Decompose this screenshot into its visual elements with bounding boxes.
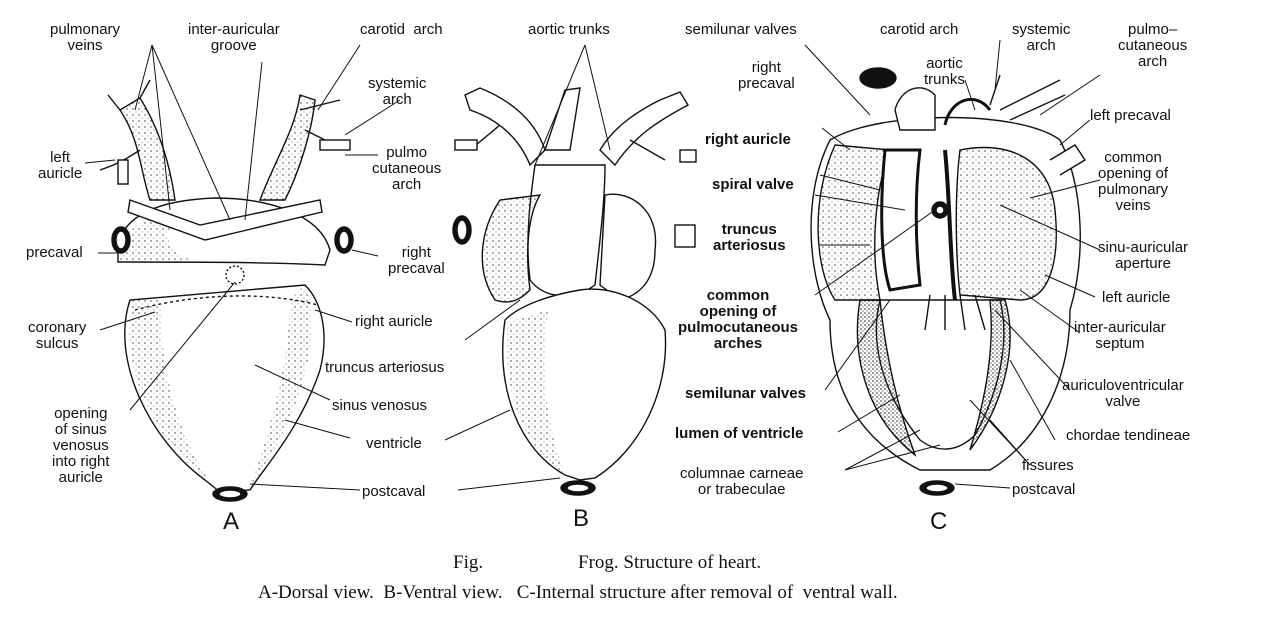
label-carotid-arch-a: carotid arch — [360, 21, 443, 38]
label-semilunar-valves-bottom: semilunar valves — [685, 385, 806, 402]
label-pulmonary-veins: pulmonary veins — [50, 21, 121, 54]
label-precaval: precaval — [26, 244, 83, 261]
label-auriculoventricular-valve: auriculoventricular valve — [1062, 377, 1184, 410]
label-common-opening-pulmocutaneous: common opening of pulmocutaneous arches — [678, 287, 799, 352]
label-aortic-trunks-b: aortic trunks — [528, 21, 610, 38]
caption-title: Frog. Structure of heart. — [578, 552, 762, 573]
label-right-precaval-a: right precaval — [388, 244, 445, 277]
label-postcaval-a: postcaval — [362, 483, 426, 500]
label-pulmo-cutaneous-arch-a: pulmo cutaneous arch — [372, 144, 442, 193]
label-inter-auricular-septum: inter-auricular septum — [1074, 319, 1166, 352]
label-fissures: fissures — [1022, 457, 1074, 474]
label-left-auricle-a: left auricle — [38, 149, 83, 182]
label-lumen-of-ventricle: lumen of ventricle — [675, 425, 804, 442]
panel-b-drawing — [452, 87, 697, 496]
label-left-auricle-c: left auricle — [1102, 289, 1171, 306]
panel-letter-b: B — [573, 505, 590, 532]
label-systemic-arch-c: systemic arch — [1012, 21, 1071, 54]
panel-c-drawing — [810, 67, 1086, 496]
leader-lines — [84, 39, 1101, 491]
caption-description: A-Dorsal view. B-Ventral view. C-Interna… — [258, 582, 898, 603]
label-inter-auricular-groove: inter-auricular groove — [188, 21, 280, 54]
label-postcaval-c: postcaval — [1012, 481, 1076, 498]
label-right-auricle-c: right auricle — [705, 131, 791, 148]
panel-letter-c: C — [930, 508, 948, 535]
label-truncus-arteriosus-b: truncus arteriosus — [325, 359, 445, 376]
label-ventricle: ventricle — [366, 435, 422, 452]
label-sinu-auricular-aperture: sinu-auricular aperture — [1098, 239, 1189, 272]
panel-a-drawing — [99, 79, 354, 502]
label-columnae-carneae: columnae carneae or trabeculae — [680, 465, 804, 498]
label-chordae-tendineae: chordae tendineae — [1066, 427, 1191, 444]
label-sinus-venosus: sinus venosus — [332, 397, 428, 414]
label-opening-sinus-venosus: opening of sinus venosus into right auri… — [52, 405, 110, 486]
label-pulmo-cutaneous-arch-c: pulmo– cutaneous arch — [1118, 21, 1188, 70]
label-coronary-sulcus: coronary sulcus — [28, 319, 87, 352]
label-left-precaval-c: left precaval — [1090, 107, 1171, 124]
label-common-opening-pulmonary-veins: common opening of pulmonary veins — [1098, 149, 1169, 214]
label-carotid-arch-c: carotid arch — [880, 21, 959, 38]
label-aortic-trunks-c: aortic trunks — [924, 55, 965, 88]
label-semilunar-valves-top: semilunar valves — [685, 21, 797, 38]
caption-fig-prefix: Fig. — [453, 552, 484, 573]
label-right-precaval-c: right precaval — [738, 59, 795, 92]
label-truncus-arteriosus-c: truncus arteriosus — [713, 221, 786, 254]
label-spiral-valve: spiral valve — [712, 176, 794, 193]
label-systemic-arch-a: systemic arch — [368, 75, 427, 108]
panel-letter-a: A — [223, 508, 240, 535]
label-right-auricle-a: right auricle — [355, 313, 433, 330]
